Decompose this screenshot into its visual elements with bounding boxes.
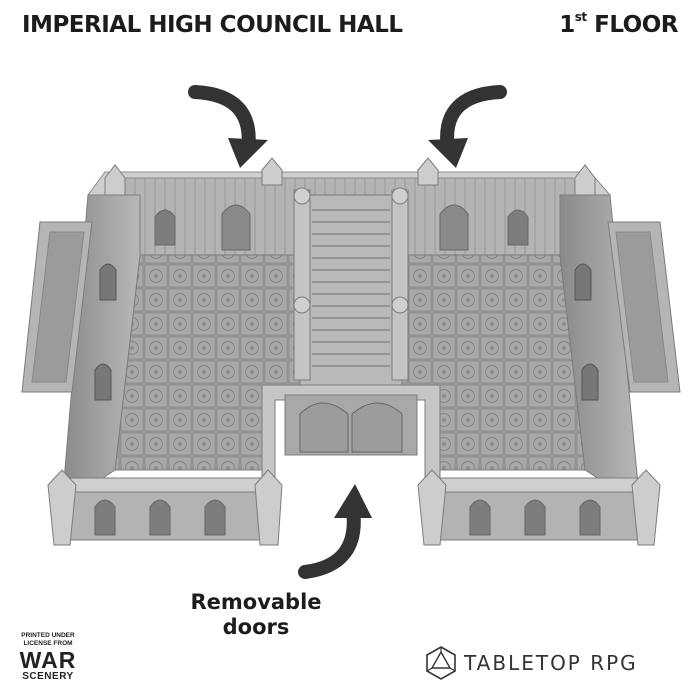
arrow-pointing-down-right [428,85,507,168]
removable-doors-callout: Removable doors [190,590,322,639]
arrow-pointing-up [298,484,372,579]
removable-doors [299,402,403,453]
war-scenery-license-logo: PRINTED UNDER LICENSE FROM WAR SCENERY [19,632,77,682]
polyhedral-die-icon [426,646,456,680]
corner-pillars [47,157,661,546]
staircase [293,187,409,386]
detached-wall-left [21,221,93,393]
tabletop-rpg-logo: TABLETOP RPG [426,645,638,681]
doorway-alcove [261,384,441,479]
arrow-pointing-down-left [188,85,268,168]
detached-wall-right [607,221,681,393]
front-wall-left [61,477,276,541]
front-wall-right [424,477,641,541]
floor-label: 1st FLOOR [559,10,678,38]
page-title: IMPERIAL HIGH COUNCIL HALL [22,12,403,38]
